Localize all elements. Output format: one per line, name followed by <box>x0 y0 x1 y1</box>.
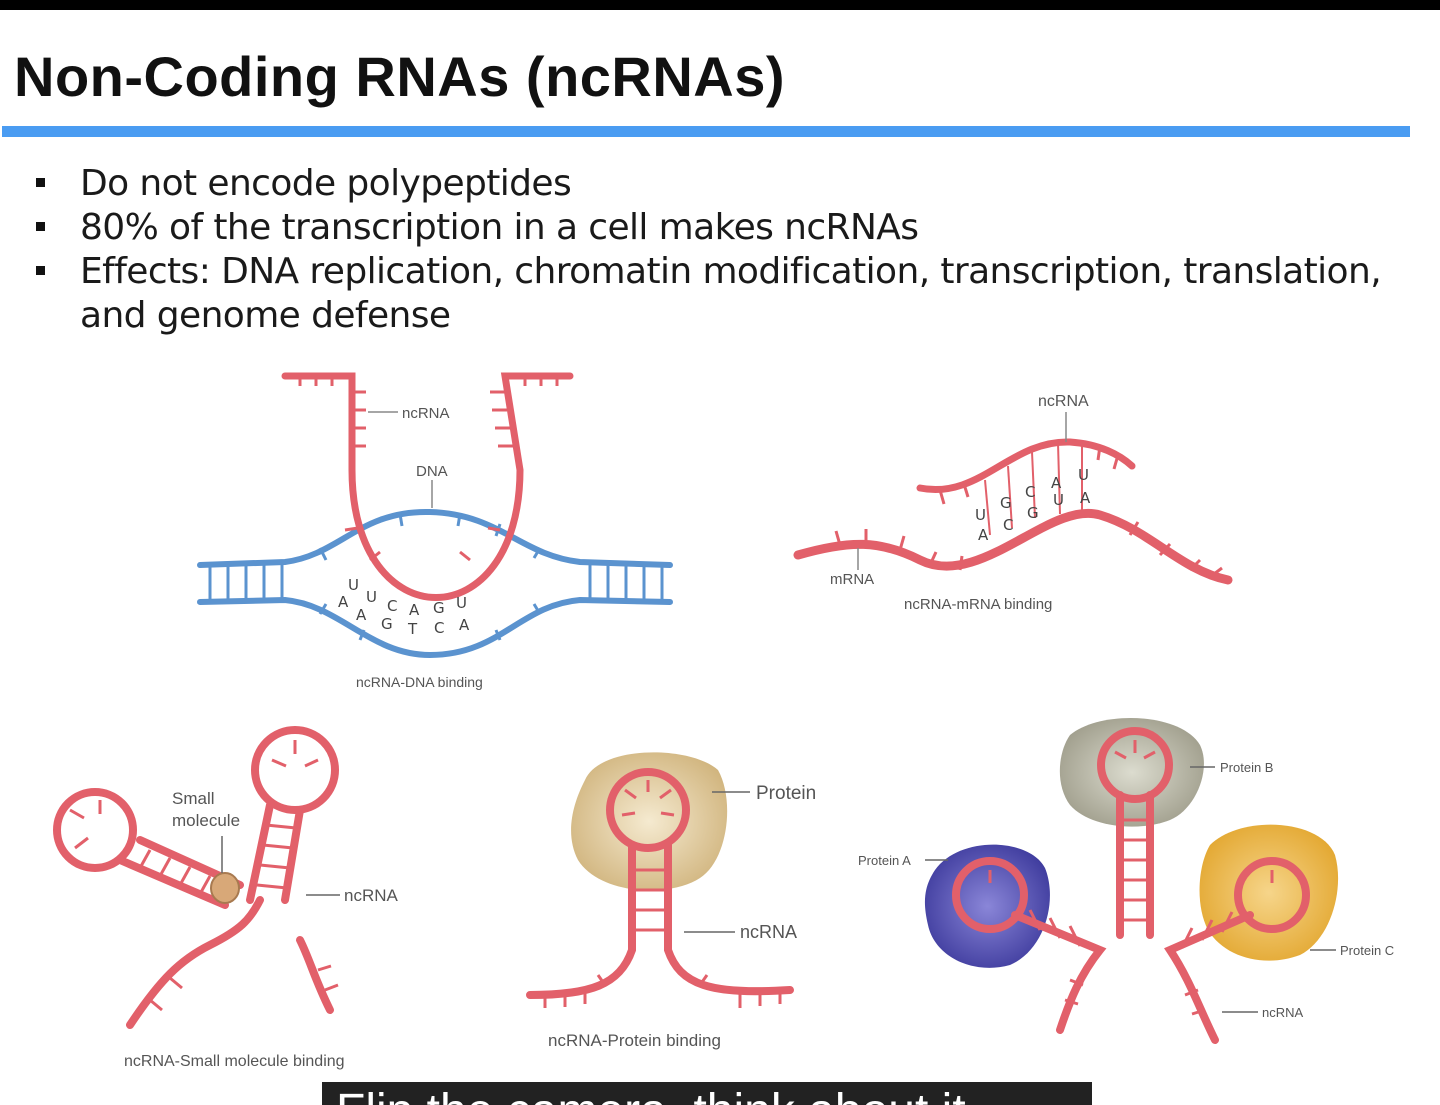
small-molecule-label: Small <box>172 789 215 808</box>
bullet-item: Do not encode polypeptides <box>30 162 1410 206</box>
ncrna-rungs <box>69 740 339 1012</box>
protein-c-label: Protein C <box>1340 943 1394 958</box>
mrna-teeth <box>834 521 1223 579</box>
base-letter: A <box>978 526 989 544</box>
panel-ncrna-multi-protein: Protein B Protein A Protein C ncRNA <box>858 718 1394 1044</box>
ncrna-label: ncRNA <box>1262 1005 1304 1020</box>
rna-bases: U U C A G U <box>348 576 467 619</box>
top-border <box>0 0 1440 10</box>
lower-bases: A C G U A <box>978 489 1091 544</box>
panel-caption: ncRNA-Small molecule binding <box>124 1053 345 1070</box>
base-letter: C <box>387 597 397 615</box>
title-underline <box>2 126 1410 137</box>
base-letter: T <box>407 620 418 638</box>
ncrna-label: ncRNA <box>1038 393 1089 410</box>
bullet-item: Effects: DNA replication, chromatin modi… <box>30 250 1410 338</box>
panel-caption: ncRNA-mRNA binding <box>904 596 1052 613</box>
base-letter: A <box>459 616 470 634</box>
panel-caption: ncRNA-Protein binding <box>548 1031 721 1050</box>
ncrna-rungs <box>988 740 1274 1016</box>
panel-ncrna-small-molecule: Small molecule ncRNA ncRNA-Small molecul… <box>53 726 399 1070</box>
caption-text: Flip the camera, think about it <box>336 1088 966 1105</box>
base-letter: C <box>1025 483 1035 501</box>
dna-bases: A A G T C A <box>338 593 470 638</box>
protein-c-blob <box>1199 824 1339 961</box>
protein-b-label: Protein B <box>1220 760 1273 775</box>
panel-caption: ncRNA-DNA binding <box>356 674 483 690</box>
bullet-list: Do not encode polypeptides 80% of the tr… <box>30 162 1410 338</box>
ncrna-teeth <box>938 445 1120 505</box>
base-letter: U <box>348 576 359 594</box>
base-letter: A <box>356 606 367 624</box>
video-caption-overlay: Flip the camera, think about it <box>322 1082 1092 1105</box>
small-molecule-ball <box>210 872 240 904</box>
base-letter: U <box>1078 466 1089 484</box>
base-letter: U <box>456 594 467 612</box>
bullet-item: 80% of the transcription in a cell makes… <box>30 206 1410 250</box>
ncrna-teeth <box>298 376 559 562</box>
protein-b-blob <box>1059 718 1204 827</box>
mrna-strand <box>793 508 1233 585</box>
upper-bases: U G C A U <box>975 466 1089 524</box>
ncrna-label: ncRNA <box>740 922 797 942</box>
dna-label: DNA <box>416 463 448 480</box>
base-letter: A <box>1080 489 1091 507</box>
panel-ncrna-mrna: ncRNA mRNA U G C A U A C G U A ncRNA-mRN… <box>793 393 1233 613</box>
base-letter: U <box>366 588 377 606</box>
ncrna-strand <box>916 438 1136 494</box>
base-letter: G <box>381 615 393 633</box>
ncrna-label: ncRNA <box>344 886 399 905</box>
ncrna-hairpin <box>281 372 574 601</box>
protein-label: Protein <box>756 783 816 804</box>
base-letter: A <box>1051 474 1062 492</box>
ncrna-label: ncRNA <box>402 405 450 422</box>
panel-ncrna-dna: ncRNA DNA U U C A G U A A G T C A ncRNA-… <box>197 372 673 690</box>
base-letter: C <box>434 619 444 637</box>
ncrna-branches <box>53 726 339 1029</box>
protein-a-label: Protein A <box>858 853 911 868</box>
base-letter: A <box>409 601 420 619</box>
base-letter: U <box>1053 491 1064 509</box>
slide-title: Non-Coding RNAs (ncRNAs) <box>14 45 786 108</box>
ncrna-rungs <box>543 780 782 1008</box>
base-letter: A <box>338 593 349 611</box>
pair-rungs <box>984 442 1083 536</box>
base-letter: U <box>975 506 986 524</box>
base-letter: G <box>433 599 445 617</box>
base-letter: G <box>1027 504 1039 522</box>
base-letter: G <box>1000 494 1012 512</box>
base-letter: C <box>1003 516 1013 534</box>
panel-ncrna-protein: Protein ncRNA ncRNA-Protein binding <box>526 752 816 1050</box>
small-molecule-label: molecule <box>172 811 240 830</box>
mrna-label: mRNA <box>830 571 874 588</box>
protein-blob <box>571 752 728 891</box>
